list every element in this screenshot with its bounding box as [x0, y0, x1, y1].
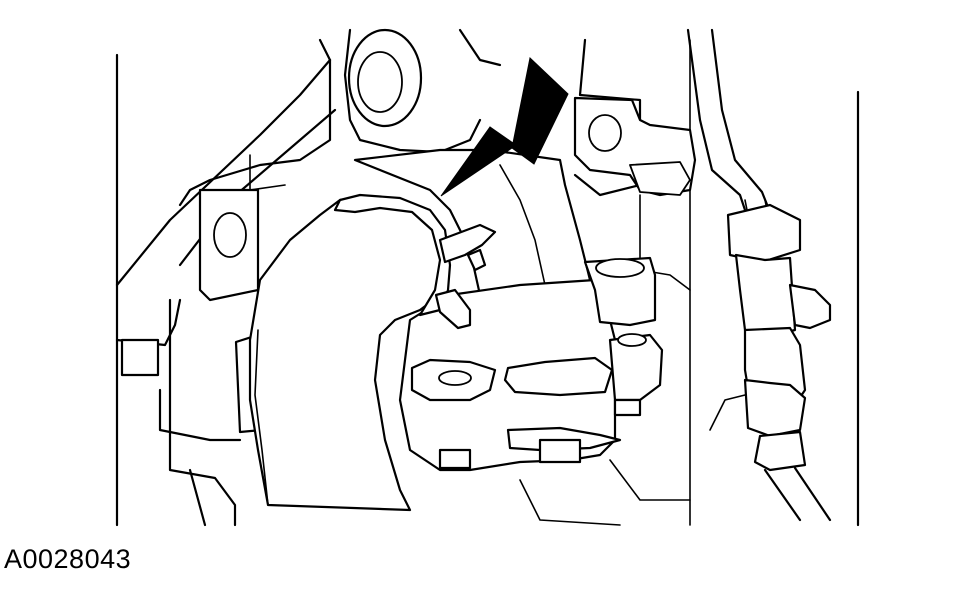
figure-id-label: A0028043 — [4, 544, 132, 574]
pointer-arrow — [440, 57, 569, 197]
bracket — [573, 96, 697, 291]
hose-clamp — [333, 193, 497, 330]
frame-edges — [115, 39, 860, 527]
thermostat-housing — [398, 256, 691, 526]
wiring-harness — [686, 28, 832, 522]
